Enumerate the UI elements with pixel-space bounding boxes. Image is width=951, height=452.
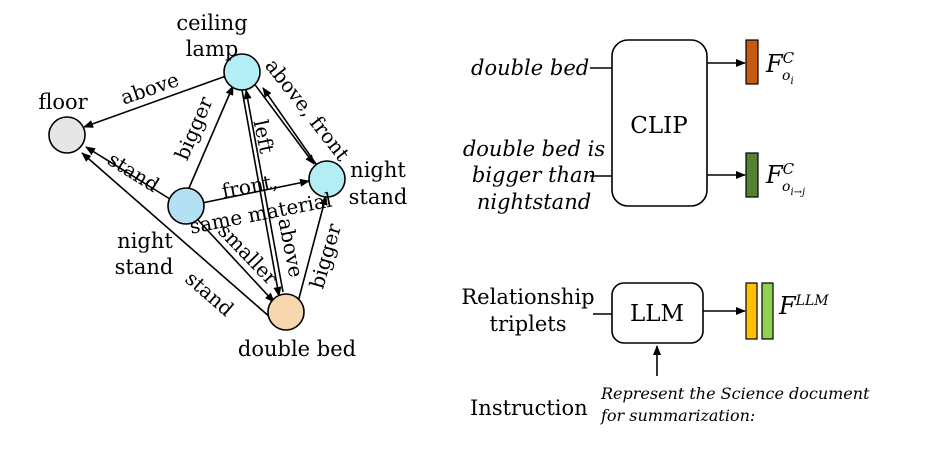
label-night-stand-1: night [350,158,406,182]
edge-bed-floor [81,152,272,319]
clip-input-2-line3: nightstand [477,190,591,214]
clip-feature-bar-1 [745,39,759,85]
label-ceiling-lamp-2: lamp [186,37,239,61]
node-center [167,187,205,225]
label-night-stand-2: stand [349,185,408,209]
edge-label-bed-floor: stand [181,266,239,321]
edge-bed-nightstand [297,195,328,303]
clip-input-1: double bed [471,56,589,80]
llm-feature-bar-1 [745,282,758,340]
clip-input-2-line2: bigger than [472,163,596,187]
node-night-stand [308,160,346,198]
llm-box [611,282,704,344]
edge-center-nightstand [201,178,310,204]
instruction-text-line2: for summarization: [600,406,755,425]
edge-label-center-floor: stand [104,147,164,197]
llm-box-label: LLM [630,301,684,327]
node-ceiling-lamp [223,53,261,91]
edge-nightstand-lamp [262,87,317,165]
edge-label-center-bed: smaller [213,219,283,290]
edge-center-floor [85,146,171,200]
llm-feature-bar-2 [761,282,774,340]
clip-box-label: CLIP [630,113,687,139]
node-double-bed [267,293,305,331]
clip-box [611,39,708,207]
label-double-bed: double bed [238,337,356,361]
llm-input-line1: Relationship [461,285,594,309]
edge-center-bed [197,219,275,303]
label-floor: floor [38,90,88,114]
edge-lamp-bed [241,89,282,297]
instruction-label: Instruction [470,396,588,420]
llm-input-line2: triplets [490,312,567,336]
clip-input-2-line1: double bed is [463,137,606,161]
edge-label-center-lamp: bigger [170,93,218,164]
edge-bed-lamp [243,89,284,293]
label-center-2: stand [115,255,174,279]
clip-feature-bar-2 [745,152,759,198]
llm-feature-symbol: FLLM [778,292,829,320]
graph-edges [81,75,328,319]
instruction-text-line1: Represent the Science document [600,384,870,403]
label-ceiling-lamp-1: ceiling [176,11,247,35]
node-floor [48,116,86,154]
label-center-1: night [117,229,173,253]
edge-lamp-floor [83,75,227,128]
edge-center-lamp [188,85,234,189]
